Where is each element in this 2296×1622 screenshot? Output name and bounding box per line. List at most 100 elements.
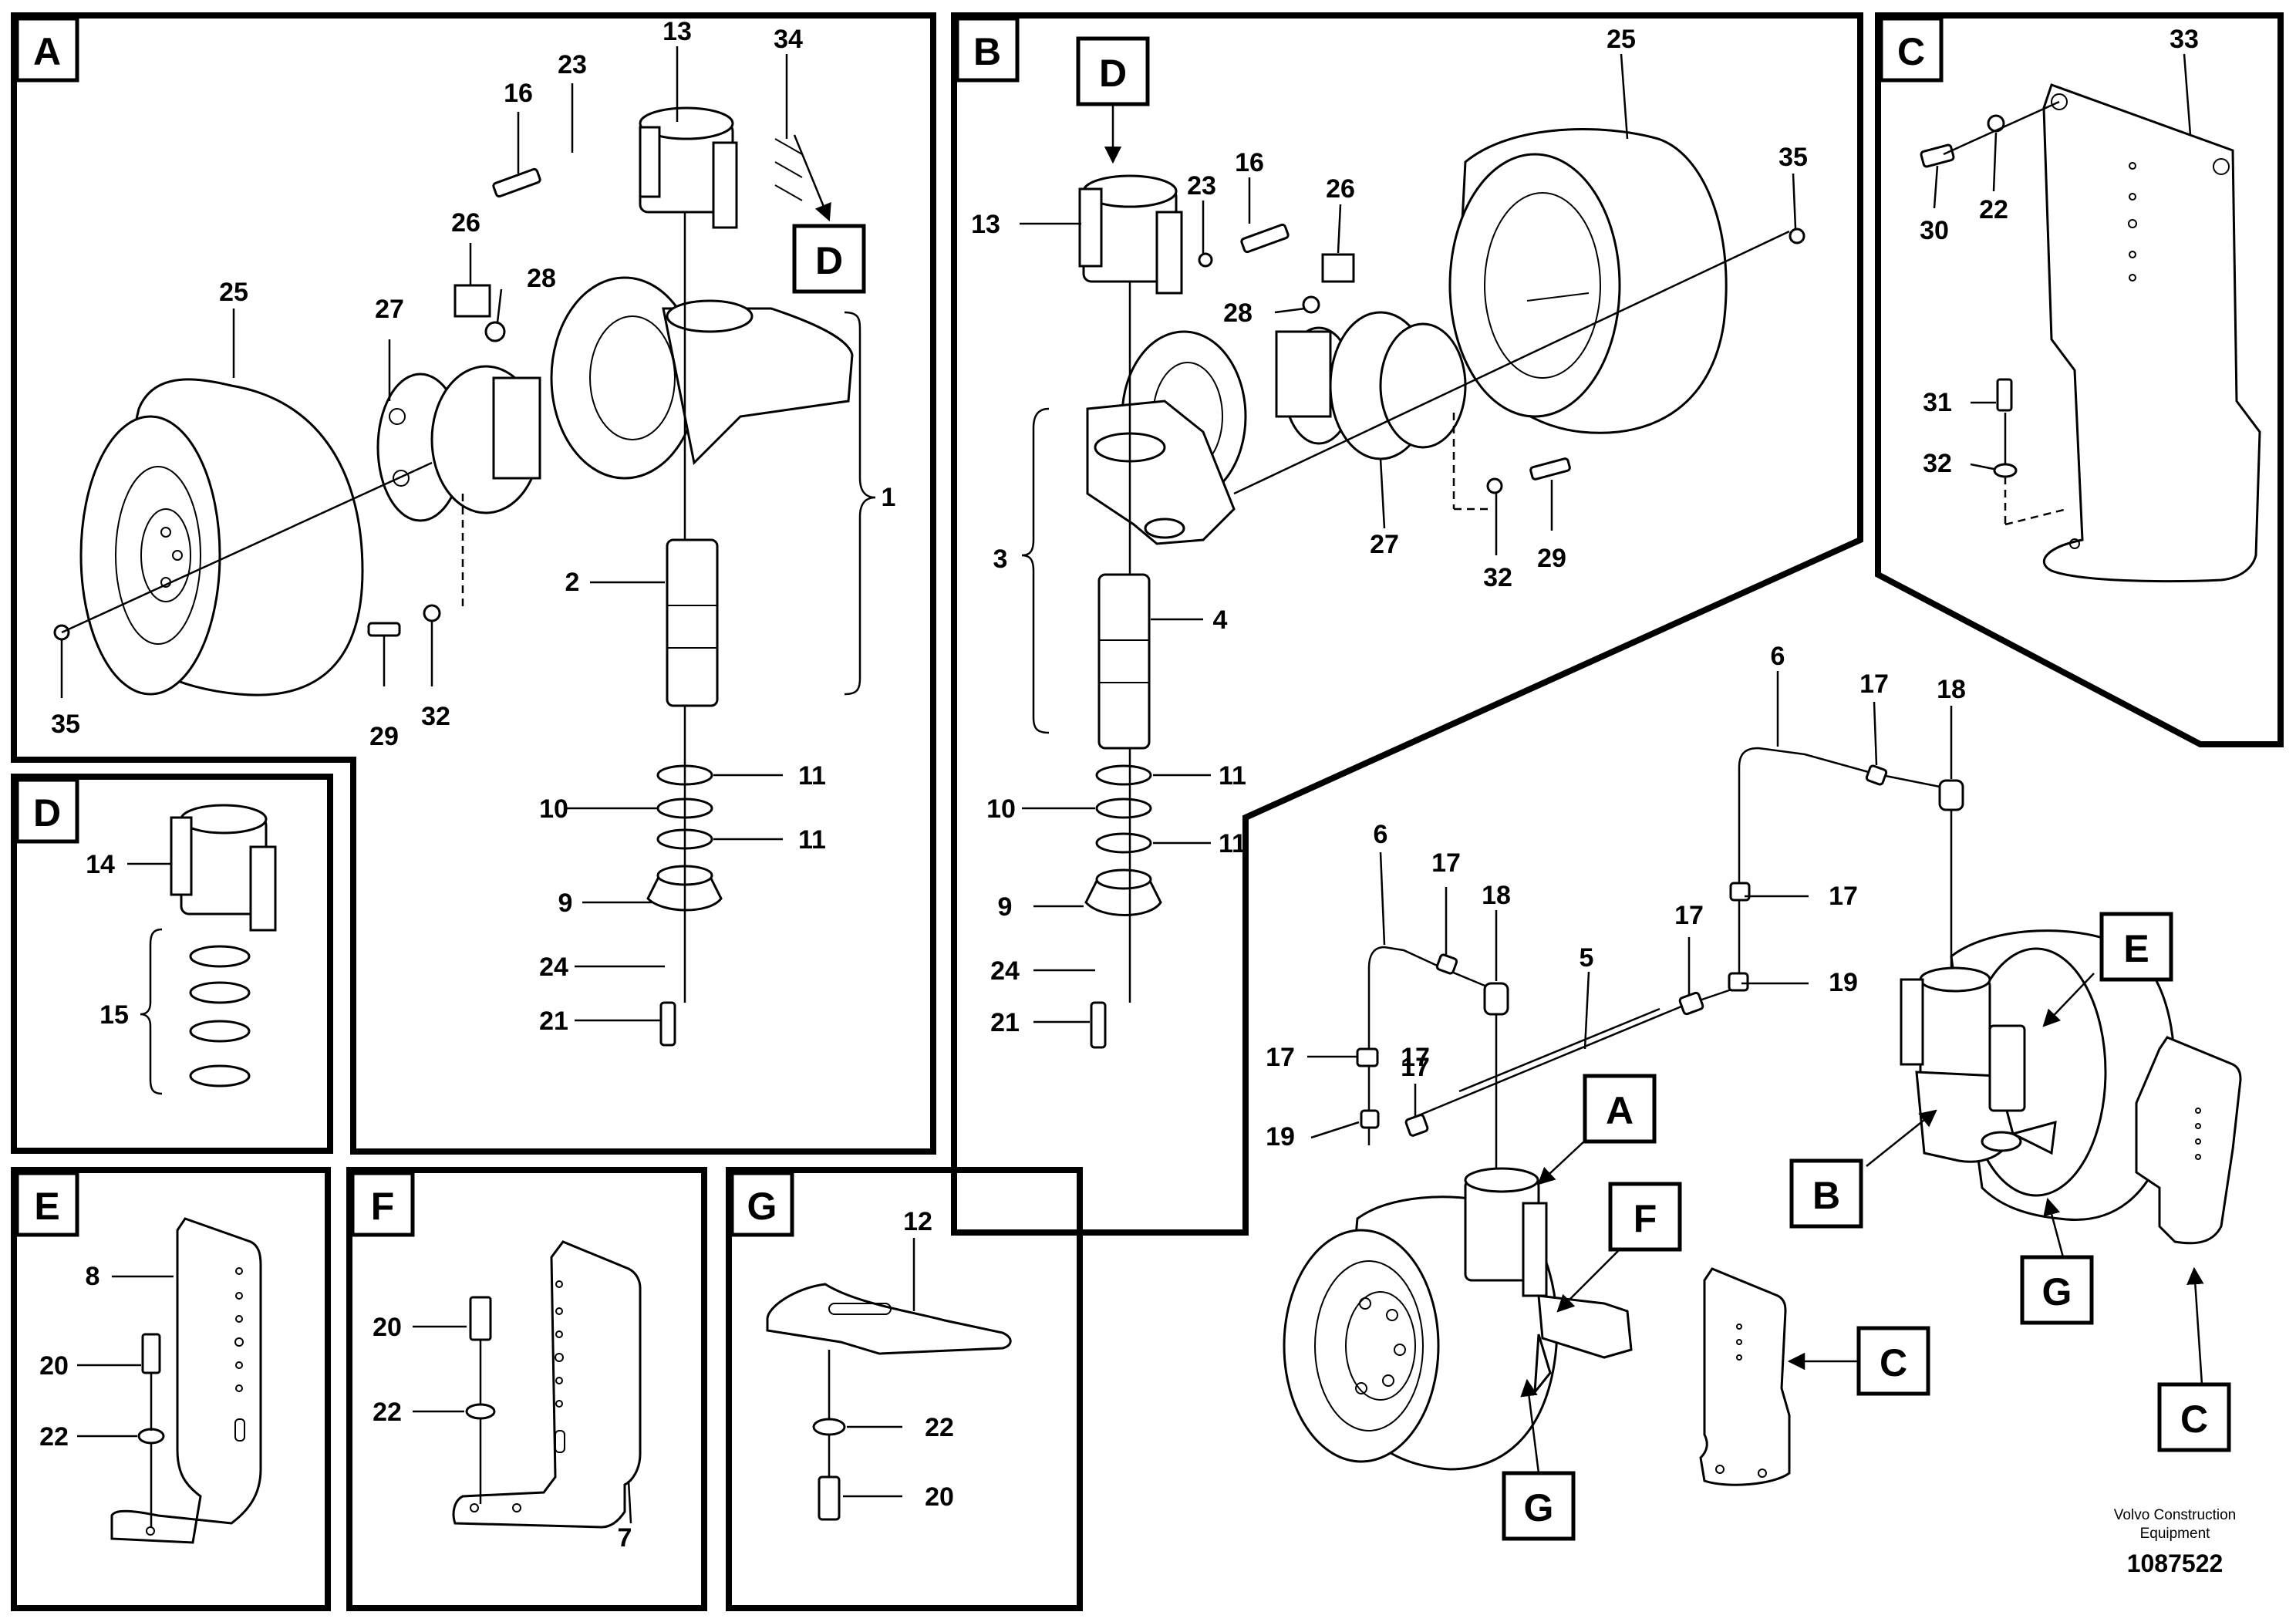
footer-company-line2: Equipment xyxy=(2140,1526,2211,1542)
label-22: 22 xyxy=(39,1422,69,1452)
label-10: 10 xyxy=(986,794,1016,824)
panel-c-tag: C xyxy=(1897,30,1925,73)
panel-b-wheel xyxy=(1448,128,1805,434)
label-21: 21 xyxy=(539,1007,568,1036)
panel-f-frame xyxy=(346,1167,707,1611)
overview-callout-g-left: G xyxy=(1524,1486,1554,1529)
overview-callout-f: F xyxy=(1633,1197,1657,1240)
label-35: 35 xyxy=(1778,143,1808,172)
panel-a-washer xyxy=(423,604,441,622)
panel-a-housing xyxy=(550,276,854,480)
label-11: 11 xyxy=(798,761,826,791)
panel-a-bolt-29 xyxy=(367,622,401,637)
panel-a-tag-box xyxy=(15,16,79,83)
panel-a-kingpin-block xyxy=(639,106,803,229)
label-20: 20 xyxy=(925,1482,954,1512)
panel-b-frame xyxy=(951,12,1863,1236)
label-33: 33 xyxy=(2170,25,2199,54)
overview-assembly: E A F B G G C C 6 17 18 17 17 6 xyxy=(1266,642,2242,1541)
overview-bracket-right xyxy=(2135,1036,2242,1245)
panel-d-frame xyxy=(11,774,333,1154)
panel-e: E 8 20 22 xyxy=(11,1167,331,1611)
label-22: 22 xyxy=(925,1413,954,1442)
label-27: 27 xyxy=(1370,530,1399,559)
label-8: 8 xyxy=(86,1262,100,1291)
label-18: 18 xyxy=(1937,675,1966,704)
panel-c: C 33 30 22 31 32 xyxy=(1875,12,2284,747)
label-17: 17 xyxy=(1401,1053,1430,1082)
panel-a-wheel xyxy=(53,378,364,696)
label-17: 17 xyxy=(1401,1043,1430,1072)
bracket-33 xyxy=(2042,83,2261,583)
panel-a-callout-box xyxy=(792,224,866,294)
panel-a-fitting xyxy=(453,284,491,318)
label-16: 16 xyxy=(504,79,533,108)
label-28: 28 xyxy=(527,264,556,293)
label-9: 9 xyxy=(998,892,1013,922)
label-22: 22 xyxy=(1979,195,2008,224)
label-11: 11 xyxy=(1219,829,1246,858)
overview-callout-b: B xyxy=(1812,1174,1840,1217)
panel-a-motor xyxy=(376,284,541,522)
panel-b-knuckle xyxy=(1086,330,1247,545)
label-13: 13 xyxy=(971,210,1000,239)
panel-e-tag: E xyxy=(34,1185,59,1228)
label-17: 17 xyxy=(1829,882,1858,911)
panel-a: A xyxy=(11,12,936,1155)
label-35: 35 xyxy=(51,710,80,739)
label-10: 10 xyxy=(539,794,568,824)
label-3: 3 xyxy=(993,545,1008,574)
label-13: 13 xyxy=(663,17,692,46)
label-23: 23 xyxy=(1187,171,1216,201)
label-16: 16 xyxy=(1235,148,1264,177)
label-15: 15 xyxy=(99,1000,129,1030)
overview-bracket-middle xyxy=(1699,1267,1791,1486)
label-32: 32 xyxy=(1923,449,1952,478)
footer: Volvo Construction Equipment 1087522 xyxy=(2114,1507,2236,1577)
label-24: 24 xyxy=(539,953,568,982)
panel-g-tag: G xyxy=(747,1185,777,1228)
label-20: 20 xyxy=(39,1351,69,1381)
overview-callout-a: A xyxy=(1606,1089,1633,1132)
label-11: 11 xyxy=(798,825,826,855)
label-17: 17 xyxy=(1431,848,1461,878)
label-31: 31 xyxy=(1923,388,1952,417)
label-17: 17 xyxy=(1859,669,1889,699)
label-5: 5 xyxy=(1580,943,1594,973)
panel-a-callout: D xyxy=(815,239,843,282)
label-14: 14 xyxy=(86,850,115,879)
label-17: 17 xyxy=(1266,1043,1295,1072)
label-9: 9 xyxy=(558,889,573,918)
panel-b: B D xyxy=(951,12,1863,1236)
label-30: 30 xyxy=(1920,216,1949,245)
label-6: 6 xyxy=(1771,642,1785,671)
label-29: 29 xyxy=(369,722,399,751)
label-6: 6 xyxy=(1374,820,1388,849)
overview-callout-c-middle: C xyxy=(1880,1341,1907,1384)
label-1: 1 xyxy=(882,483,896,512)
label-4: 4 xyxy=(1213,605,1228,635)
label-2: 2 xyxy=(565,568,580,597)
label-29: 29 xyxy=(1537,544,1566,573)
label-19: 19 xyxy=(1829,968,1858,997)
panel-c-frame xyxy=(1875,12,2284,747)
overview-left-wheel xyxy=(1283,1167,1633,1471)
label-7: 7 xyxy=(618,1523,632,1553)
panel-b-tag: B xyxy=(973,30,1001,73)
overview-callout-c-right: C xyxy=(2180,1398,2208,1441)
label-26: 26 xyxy=(1326,174,1355,204)
label-23: 23 xyxy=(558,50,587,79)
label-34: 34 xyxy=(774,25,803,54)
panel-f-tag: F xyxy=(371,1185,395,1228)
label-28: 28 xyxy=(1223,298,1253,328)
panel-d-tag: D xyxy=(33,791,61,835)
label-18: 18 xyxy=(1482,881,1511,910)
label-20: 20 xyxy=(373,1313,402,1342)
label-25: 25 xyxy=(1607,25,1636,54)
label-26: 26 xyxy=(451,208,480,238)
panel-a-frame xyxy=(11,12,936,1155)
panel-d: D 14 15 xyxy=(11,774,333,1154)
label-25: 25 xyxy=(219,278,248,307)
panel-b-motor xyxy=(1275,253,1467,460)
